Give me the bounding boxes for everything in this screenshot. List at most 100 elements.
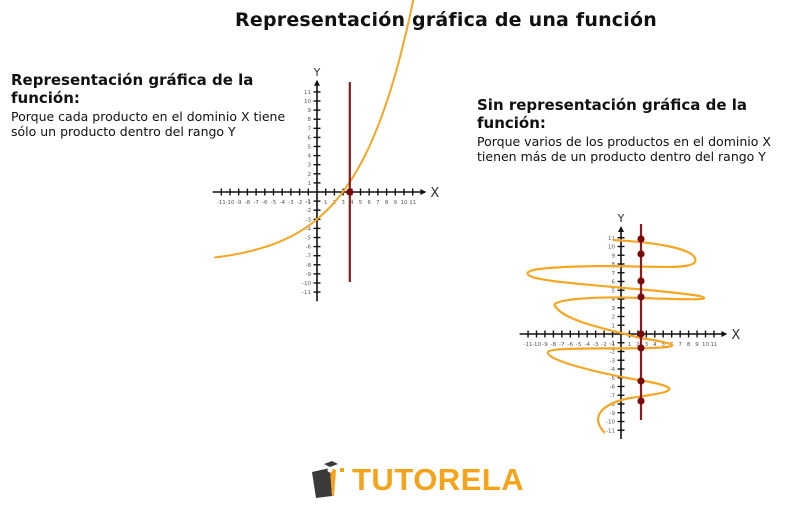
right-description: Porque varios de los productos en el dom… xyxy=(477,134,771,164)
y-tick-label: 8 xyxy=(612,262,616,268)
x-tick-label: -9 xyxy=(236,200,242,206)
y-tick-label: 2 xyxy=(612,315,616,321)
x-tick-label: 5 xyxy=(662,342,666,348)
x-tick-label: 11 xyxy=(409,200,416,206)
y-tick-label: 11 xyxy=(304,90,311,96)
y-tick-label: 10 xyxy=(304,99,311,105)
page-title-text: Representación gráfica de una función xyxy=(235,9,657,31)
y-tick-label: -4 xyxy=(306,226,312,232)
y-tick-label: -7 xyxy=(306,254,312,260)
y-tick-label: 7 xyxy=(308,126,312,132)
y-tick-label: -10 xyxy=(606,420,615,426)
y-tick-label: 11 xyxy=(608,236,615,242)
y-tick-label: -3 xyxy=(610,358,616,364)
x-tick-label: 8 xyxy=(687,342,691,348)
x-axis-label: X xyxy=(430,186,439,201)
y-tick-label: -1 xyxy=(306,199,311,205)
y-axis-label: Y xyxy=(313,66,321,79)
x-tick-label: 9 xyxy=(394,200,398,206)
x-tick-label: -11 xyxy=(217,200,226,206)
x-tick-label: -6 xyxy=(568,342,574,348)
y-tick-label: 2 xyxy=(308,172,312,178)
x-tick-label: -4 xyxy=(584,342,590,348)
y-tick-label: 9 xyxy=(308,108,312,114)
y-tick-label: 3 xyxy=(308,163,312,169)
x-tick-label: -2 xyxy=(601,342,606,348)
y-tick-label: -10 xyxy=(302,281,311,287)
x-tick-label: 10 xyxy=(401,200,408,206)
x-tick-label: 9 xyxy=(695,342,699,348)
x-tick-label: -1 xyxy=(610,342,615,348)
function-curve xyxy=(214,0,415,259)
right-heading: Sin representación gráfica de la función… xyxy=(477,96,748,132)
y-tick-label: 7 xyxy=(612,271,616,277)
x-tick-label: 7 xyxy=(678,342,682,348)
y-tick-label: -4 xyxy=(610,367,616,373)
x-tick-label: -8 xyxy=(245,200,251,206)
y-tick-label: 4 xyxy=(308,154,312,160)
x-tick-label: -7 xyxy=(559,342,565,348)
x-tick-label: 4 xyxy=(350,200,354,206)
intersection-point xyxy=(637,293,645,301)
x-tick-label: 6 xyxy=(367,200,371,206)
x-tick-label: 2 xyxy=(636,342,640,348)
y-tick-label: 3 xyxy=(612,306,616,312)
intersection-point xyxy=(346,188,354,196)
x-axis-label: X xyxy=(731,328,740,343)
y-tick-label: 1 xyxy=(308,181,312,187)
x-tick-label: -3 xyxy=(593,342,599,348)
left-heading: Representación gráfica de la función: xyxy=(11,71,254,107)
x-tick-label: -5 xyxy=(271,200,277,206)
y-tick-label: -11 xyxy=(302,290,311,296)
intersection-point xyxy=(637,344,645,352)
intersection-point xyxy=(637,330,645,338)
y-tick-label: -6 xyxy=(306,245,312,251)
tutorela-logo: TUTORELA xyxy=(310,460,524,500)
y-tick-label: 4 xyxy=(612,297,616,303)
x-tick-label: -4 xyxy=(279,200,285,206)
x-tick-label: 1 xyxy=(628,342,632,348)
y-tick-label: -2 xyxy=(610,350,615,356)
y-tick-label: 5 xyxy=(612,288,616,294)
x-tick-label: -7 xyxy=(253,200,259,206)
function-explanation: Representación gráfica de la función: Po… xyxy=(11,71,291,139)
logo-icon xyxy=(312,461,344,498)
x-tick-label: 3 xyxy=(341,200,345,206)
y-tick-label: 6 xyxy=(612,280,616,286)
x-tick-label: -2 xyxy=(297,200,302,206)
x-tick-label: -5 xyxy=(576,342,582,348)
y-tick-label: -7 xyxy=(610,393,616,399)
x-tick-label: -8 xyxy=(551,342,557,348)
intersection-point xyxy=(637,250,645,258)
intersection-point xyxy=(637,397,645,405)
y-tick-label: -1 xyxy=(610,341,615,347)
y-tick-label: 5 xyxy=(308,145,312,151)
left-description: Porque cada producto en el dominio X tie… xyxy=(11,109,286,139)
y-tick-label: -2 xyxy=(306,208,311,214)
x-tick-label: 7 xyxy=(376,200,380,206)
y-tick-label: -8 xyxy=(306,263,312,269)
x-tick-label: 3 xyxy=(645,342,649,348)
x-tick-label: 10 xyxy=(702,342,709,348)
intersection-point xyxy=(637,277,645,285)
y-tick-label: 1 xyxy=(612,323,616,329)
x-tick-label: 4 xyxy=(653,342,657,348)
x-tick-label: -6 xyxy=(262,200,268,206)
y-tick-label: 10 xyxy=(608,245,615,251)
y-tick-label: -6 xyxy=(610,385,616,391)
x-tick-label: -1 xyxy=(306,200,311,206)
x-tick-label: -9 xyxy=(542,342,548,348)
y-tick-label: -9 xyxy=(610,411,616,417)
x-tick-label: -3 xyxy=(288,200,294,206)
intersection-point xyxy=(637,235,645,243)
x-tick-label: 5 xyxy=(359,200,363,206)
y-tick-label: 8 xyxy=(308,117,312,123)
x-tick-label: -10 xyxy=(226,200,235,206)
relation-curve xyxy=(526,238,706,434)
page-title: Representación gráfica de una función xyxy=(0,9,800,31)
y-tick-label: -5 xyxy=(306,236,312,242)
y-tick-label: -9 xyxy=(306,272,312,278)
y-tick-label: -11 xyxy=(606,428,615,434)
